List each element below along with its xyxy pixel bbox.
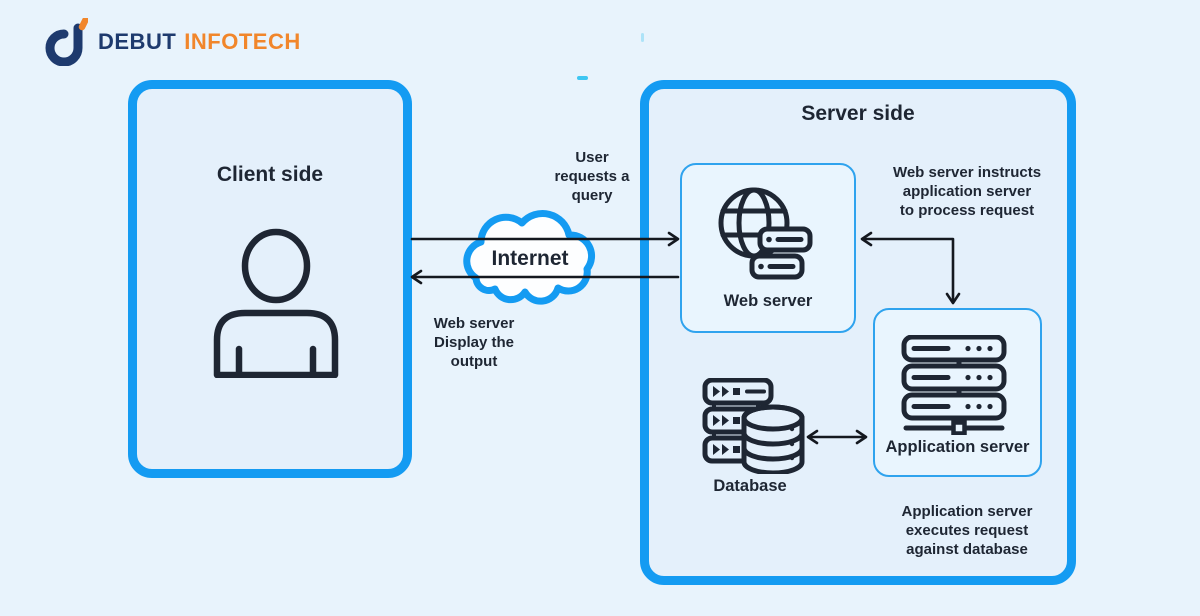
- brand-name: DEBUT INFOTECH: [98, 29, 301, 55]
- sparkle-dash: [641, 33, 644, 42]
- note-line: Application server: [901, 503, 1033, 520]
- note-line: Display the: [433, 334, 515, 351]
- sparkle-dash: [577, 76, 588, 80]
- person-icon: [213, 228, 339, 378]
- note-line: query: [571, 187, 613, 204]
- note-line: against database: [906, 541, 1028, 558]
- note-line: application server: [902, 183, 1032, 200]
- internet-cloud-icon: [463, 210, 596, 305]
- application-server-label: Application server: [885, 438, 1030, 456]
- note-ws-instructs: Web server instructs application server …: [857, 163, 1077, 220]
- web-server-label: Web server: [723, 292, 813, 310]
- internet-label: Internet: [491, 247, 569, 270]
- brand-name-secondary: INFOTECH: [184, 29, 301, 54]
- database-icon: [702, 378, 805, 474]
- note-line: User: [575, 149, 609, 166]
- note-line: executes request: [905, 522, 1029, 539]
- brand-name-primary: DEBUT: [98, 29, 177, 54]
- server-rack-icon: [901, 335, 1007, 435]
- note-line: output: [450, 353, 498, 370]
- globe-server-icon: [718, 187, 813, 280]
- note-line: requests a: [554, 168, 630, 185]
- note-line: Web server instructs: [892, 164, 1042, 181]
- database-label: Database: [713, 477, 787, 495]
- client-side-title: Client side: [216, 163, 324, 186]
- note-web-display: Web server Display the output: [414, 314, 534, 371]
- note-line: Web server: [433, 315, 515, 332]
- debut-logo-icon: [45, 18, 88, 66]
- brand-logo: DEBUT INFOTECH: [42, 18, 301, 66]
- client-side-panel: [128, 80, 412, 478]
- note-line: to process request: [899, 202, 1035, 219]
- server-side-title: Server side: [801, 102, 915, 125]
- arrowhead-left: [410, 269, 423, 285]
- note-user-request: User requests a query: [527, 148, 657, 205]
- note-app-executes: Application server executes request agai…: [857, 502, 1077, 559]
